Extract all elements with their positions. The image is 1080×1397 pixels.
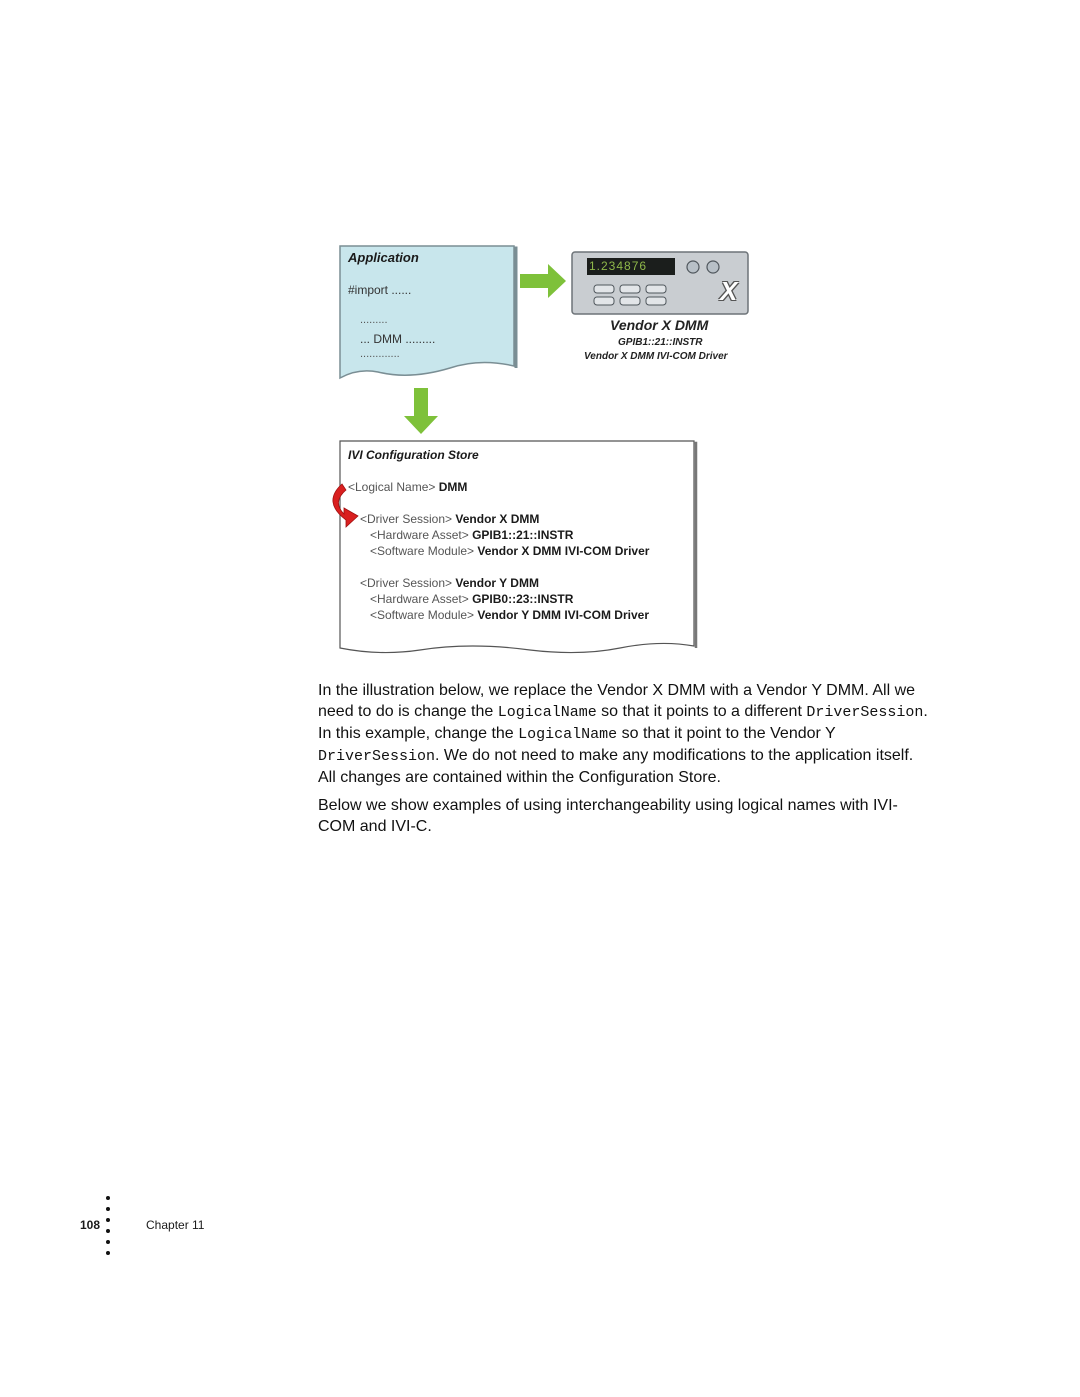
dots-line: ......... [360,314,388,326]
software-module-tag: <Software Module> [370,544,475,558]
page-number: 108 [80,1218,101,1232]
vendor-x-logo: X [720,276,738,306]
hardware-asset-tag: <Hardware Asset> [370,528,469,542]
hardware-asset-value: GPIB1::21::INSTR [472,528,574,542]
driver-session-line: <Driver Session> Vendor Y DMM [360,576,539,590]
para2-text: Below we show examples of using intercha… [318,797,898,835]
hardware-asset-line: <Hardware Asset> GPIB1::21::INSTR [370,528,573,542]
software-module-line: <Software Module> Vendor X DMM IVI-COM D… [370,544,649,558]
import-line: #import ...... [348,283,412,297]
hardware-asset-line: <Hardware Asset> GPIB0::23::INSTR [370,592,573,606]
software-module-tag: <Software Module> [370,608,475,622]
application-box [339,245,515,380]
driver-session-value: Vendor X DMM [455,512,540,526]
arrow-right-icon [520,264,566,298]
driver-session-tag: <Driver Session> [360,512,453,526]
para1-text-2: so that it points to a different [596,703,807,720]
software-module-value: Vendor Y DMM IVI-COM Driver [477,608,649,622]
config-store-box [339,440,695,654]
vendor-title: Vendor X DMM [610,317,709,333]
logical-name-line: <Logical Name> DMM [348,480,467,494]
para1-text-5: . We do not need to make any modificatio… [318,747,914,786]
ivi-diagram: Application #import ...... ......... ...… [330,240,756,668]
page-dots-decoration [104,1196,112,1256]
software-module-value: Vendor X DMM IVI-COM Driver [477,544,650,558]
redirect-arrow-icon [332,483,359,528]
dmm-line: ... DMM ......... [360,332,436,346]
paragraph-illustration: In the illustration below, we replace th… [318,680,928,788]
arrow-down-icon [404,388,438,434]
config-store-title: IVI Configuration Store [348,448,479,462]
paragraph-examples: Below we show examples of using intercha… [318,795,928,837]
logical-name-value: DMM [438,480,468,494]
code-logicalname: LogicalName [497,704,597,721]
vendor-driver: Vendor X DMM IVI-COM Driver [584,351,728,362]
para1-text-1: In the illustration below, we replace th… [318,682,916,720]
driver-session-value: Vendor Y DMM [455,576,539,590]
software-module-line: <Software Module> Vendor Y DMM IVI-COM D… [370,608,649,622]
code-driversession: DriverSession [806,704,924,721]
para1-text-3: . In this example, change the [318,703,928,742]
application-title: Application [348,250,419,265]
diagram-graphics [332,245,749,654]
logical-name-tag: <Logical Name> [348,480,436,494]
dmm-readout: 1.234876 [589,259,648,273]
driver-session-line: <Driver Session> Vendor X DMM [360,512,539,526]
hardware-asset-value: GPIB0::23::INSTR [472,592,574,606]
code-driversession: DriverSession [318,748,436,765]
code-logicalname: LogicalName [518,726,618,743]
driver-session-tag: <Driver Session> [360,576,453,590]
hardware-asset-tag: <Hardware Asset> [370,592,469,606]
vendor-address: GPIB1::21::INSTR [618,337,703,348]
chapter-label: Chapter 11 [146,1218,205,1232]
dots-line: ............. [360,348,400,360]
para1-text-4: so that it point to the Vendor Y [617,725,836,742]
